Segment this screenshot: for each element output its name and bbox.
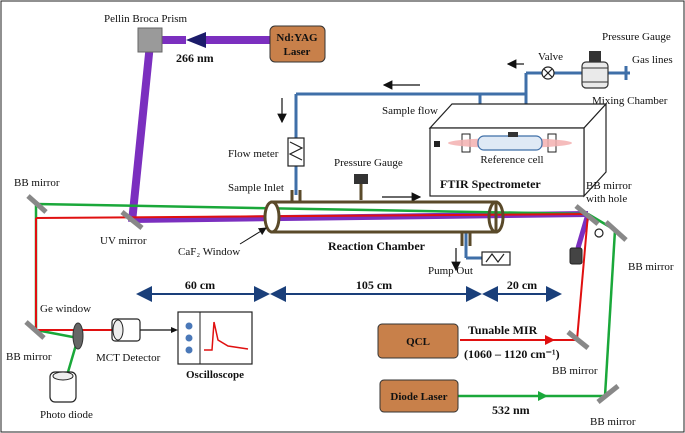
bb-mirror-with-hole-label-2: with hole bbox=[586, 193, 627, 205]
pellin-broca-prism-label: Pellin Broca Prism bbox=[104, 13, 188, 25]
pressure-gauge-mid-label: Pressure Gauge bbox=[334, 157, 403, 169]
mir-range-label: (1060 – 1120 cm⁻¹) bbox=[464, 347, 560, 361]
uv-arrowhead bbox=[186, 32, 206, 48]
nd-yag-laser bbox=[269, 25, 326, 63]
mct-detector-label: MCT Detector bbox=[96, 352, 161, 364]
mct-detector bbox=[111, 318, 141, 342]
wavelength-266-label: 266 nm bbox=[176, 51, 214, 65]
valve-label: Valve bbox=[538, 51, 563, 63]
reference-cell-label: Reference cell bbox=[480, 154, 543, 166]
diode-laser-label: Diode Laser bbox=[390, 391, 447, 403]
ge-window-label: Ge window bbox=[40, 303, 91, 315]
reference-cell bbox=[477, 135, 543, 151]
bb-mirror-with-hole-label-1: BB mirror bbox=[586, 180, 632, 192]
bb-mirror-left-label: BB mirror bbox=[6, 351, 52, 363]
bb-mirror-right-label: BB mirror bbox=[628, 261, 674, 273]
qcl-laser bbox=[377, 323, 459, 359]
pressure-gauge-top-label: Pressure Gauge bbox=[602, 31, 671, 43]
photo-diode bbox=[49, 371, 77, 403]
pump-out-label: Pump Out bbox=[428, 265, 473, 277]
photo-detector-small bbox=[569, 247, 583, 265]
nd-yag-label-2: Laser bbox=[284, 46, 311, 58]
bb-mirror-top-left-label: BB mirror bbox=[14, 177, 60, 189]
caf2-window-label: CaF₂ Window bbox=[178, 246, 240, 258]
bb-mirror-bottom bbox=[596, 384, 620, 404]
wavelength-532-label: 532 nm bbox=[492, 403, 530, 417]
sample-inlet-label: Sample Inlet bbox=[228, 182, 284, 194]
diode-laser bbox=[379, 379, 459, 413]
mixing-chamber bbox=[581, 61, 609, 89]
bb-mirror-with-hole bbox=[574, 204, 600, 226]
ftir-spectrometer: Reference cell bbox=[428, 102, 608, 198]
gas-lines-label: Gas lines bbox=[632, 54, 673, 66]
mirror-hole-icon bbox=[594, 228, 604, 238]
pressure-gauge-mid-icon bbox=[354, 174, 368, 184]
uv-mirror-label: UV mirror bbox=[100, 235, 147, 247]
oscilloscope-trace bbox=[204, 321, 249, 351]
green-arrowhead bbox=[538, 391, 548, 401]
bb-mirror-right bbox=[604, 220, 628, 242]
bb-mirror-qcl-label: BB mirror bbox=[552, 365, 598, 377]
pressure-gauge-top-icon bbox=[589, 51, 601, 62]
oscilloscope-label: Oscilloscope bbox=[186, 369, 244, 381]
nd-yag-label-1: Nd:YAG bbox=[276, 32, 318, 44]
ge-window bbox=[72, 322, 84, 350]
pellin-broca-prism bbox=[137, 27, 163, 53]
reaction-chamber bbox=[263, 190, 505, 246]
distance-20-label: 20 cm bbox=[507, 278, 537, 292]
ftir-spectrometer-label: FTIR Spectrometer bbox=[440, 177, 541, 191]
reaction-chamber-label: Reaction Chamber bbox=[328, 239, 426, 253]
bb-mirror-left bbox=[24, 320, 46, 340]
qcl-label: QCL bbox=[406, 336, 430, 348]
distance-105-label: 105 cm bbox=[356, 278, 392, 292]
mixing-chamber-label: Mixing Chamber bbox=[592, 95, 668, 107]
uv-mirror bbox=[120, 210, 144, 230]
bb-mirror-top-left bbox=[26, 194, 48, 214]
sample-flow-label: Sample flow bbox=[382, 105, 438, 117]
photo-diode-label: Photo diode bbox=[40, 409, 93, 421]
flow-meter-label: Flow meter bbox=[228, 148, 279, 160]
distance-60-label: 60 cm bbox=[185, 278, 215, 292]
oscilloscope bbox=[177, 311, 253, 365]
bb-mirror-qcl bbox=[566, 330, 590, 350]
bb-mirror-bottom-label: BB mirror bbox=[590, 416, 636, 428]
tunable-mir-label: Tunable MIR bbox=[468, 323, 538, 337]
ir-arrowhead bbox=[545, 335, 555, 345]
